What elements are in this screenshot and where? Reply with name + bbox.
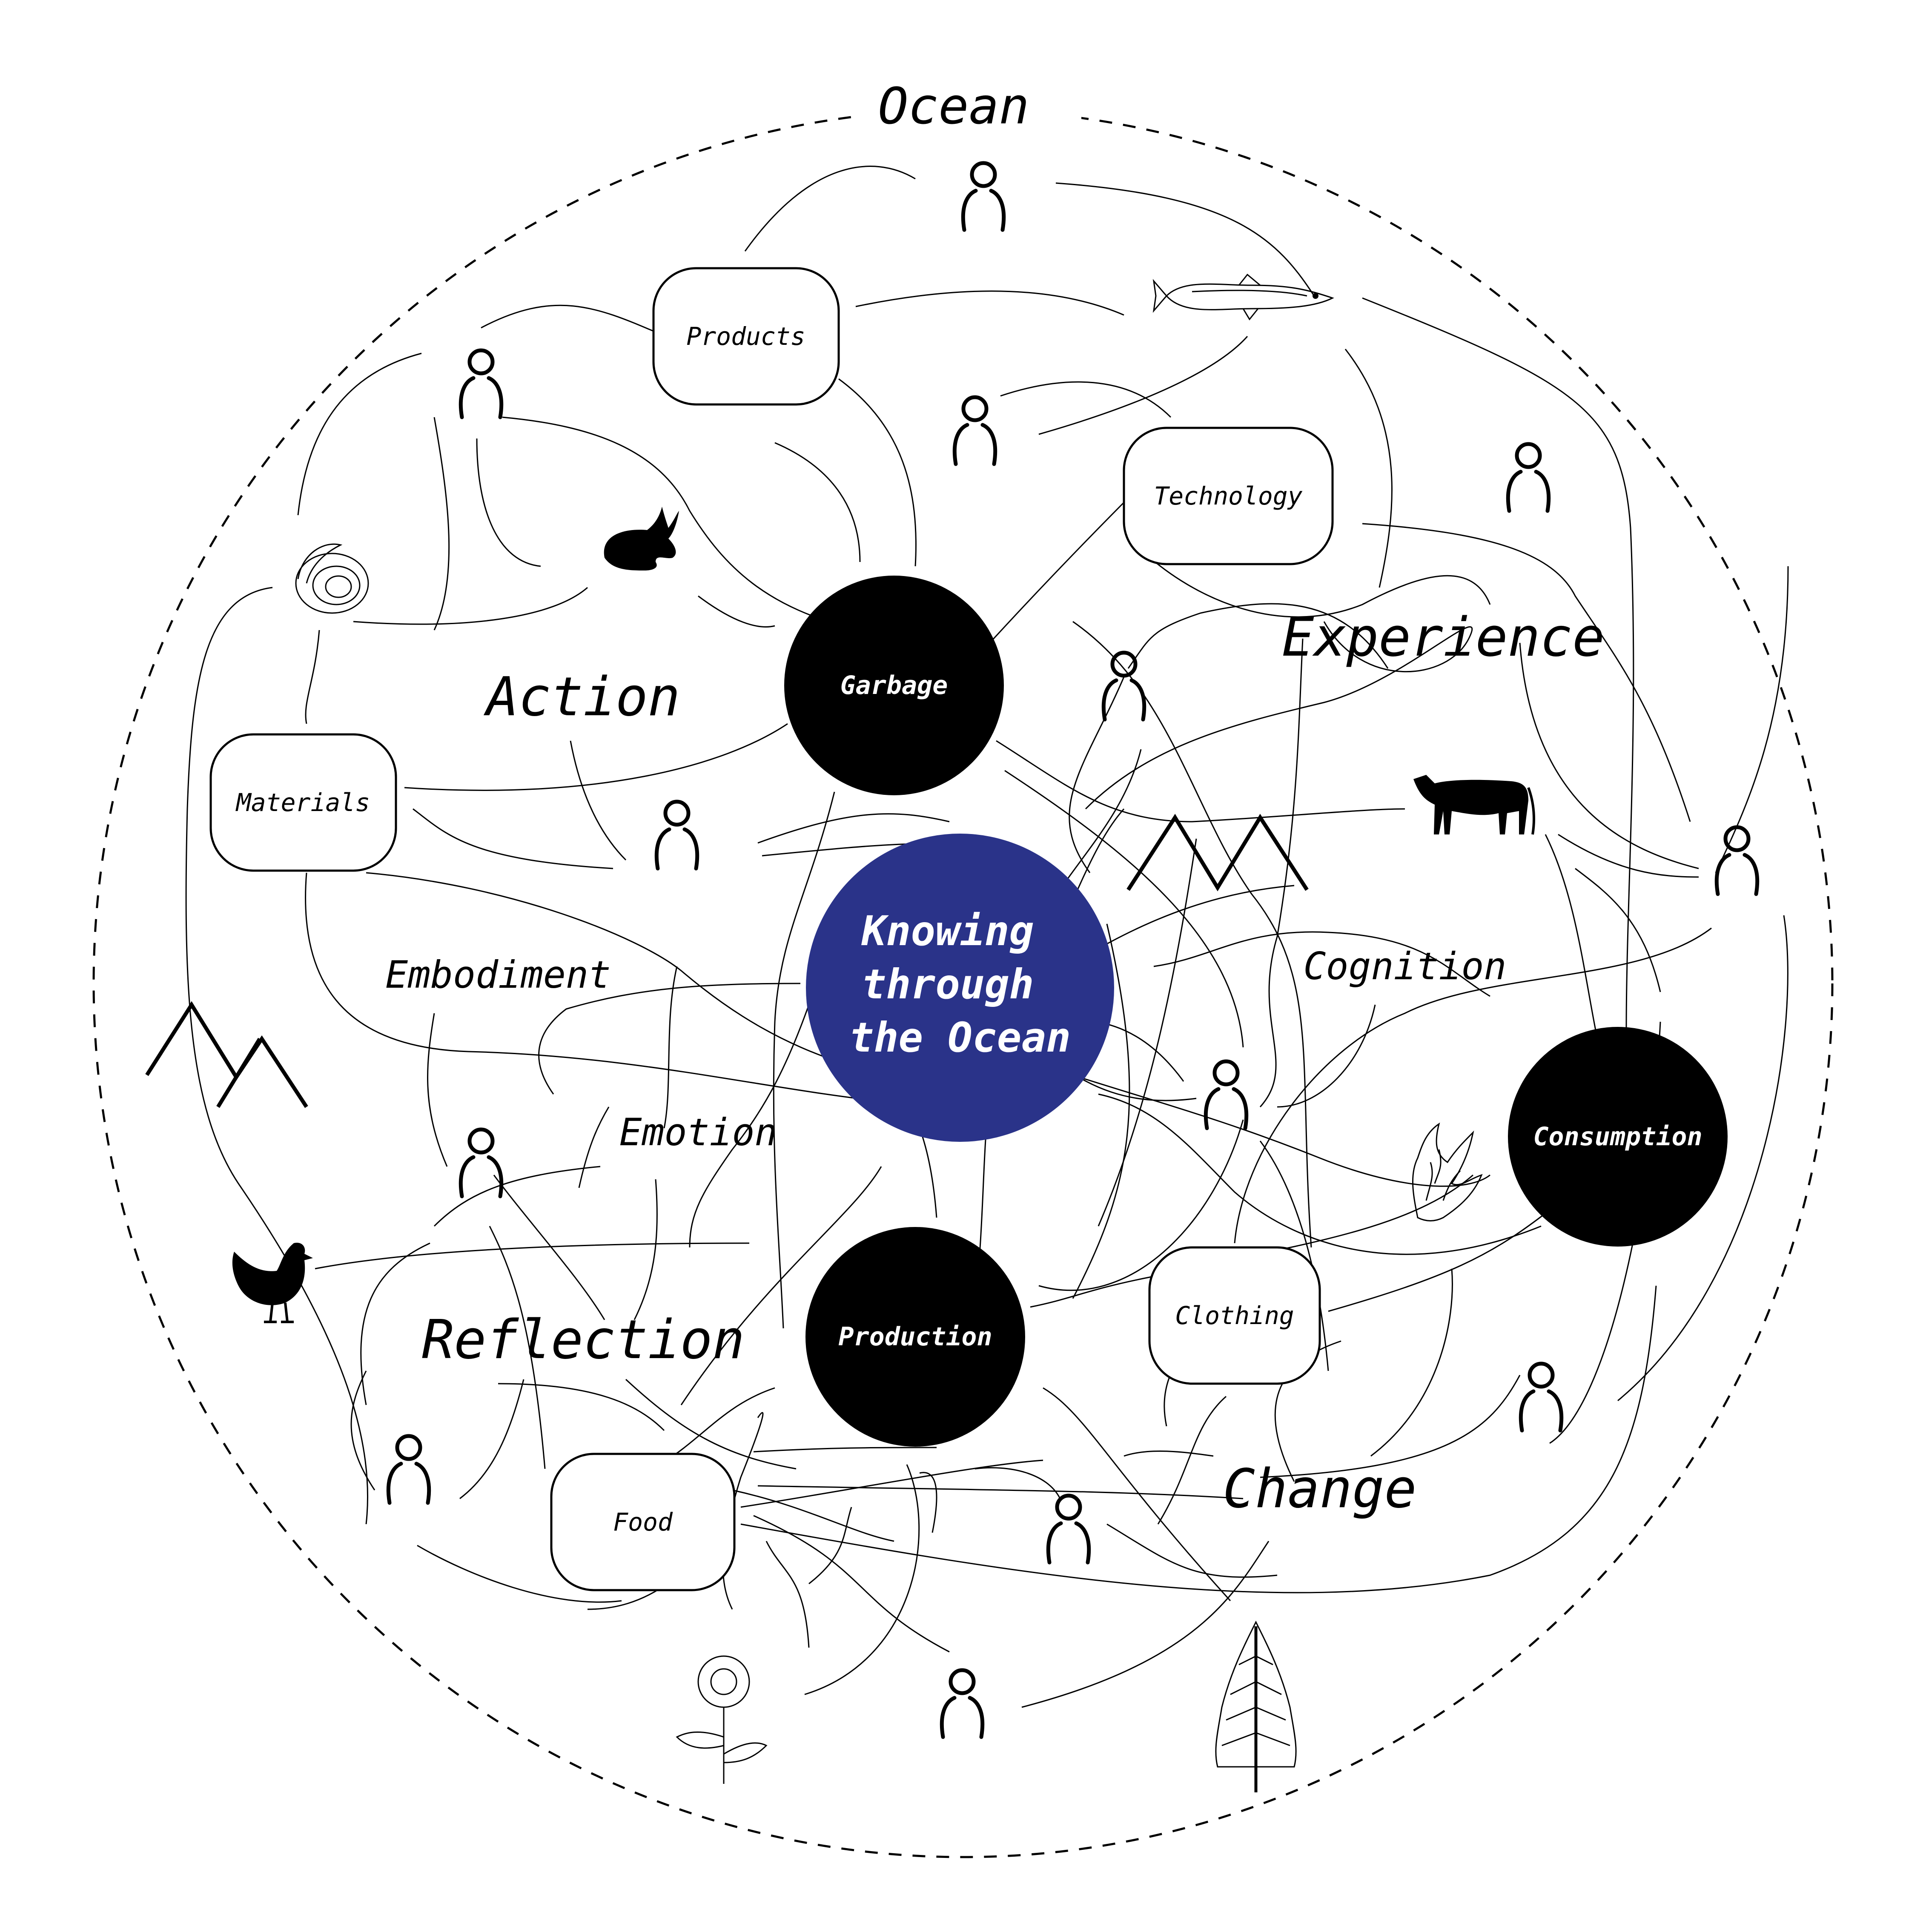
person-icon xyxy=(1506,442,1551,513)
food-box xyxy=(550,1453,736,1591)
person-icon xyxy=(961,161,1006,232)
experience-label: Experience xyxy=(1282,606,1605,668)
clothing-box xyxy=(1148,1246,1321,1385)
person-icon xyxy=(654,800,699,871)
person-icon xyxy=(459,1127,504,1198)
reflection-label: Reflection xyxy=(422,1308,745,1371)
tree-icon xyxy=(1215,1620,1297,1792)
technology-box xyxy=(1123,427,1334,565)
production-label: Production xyxy=(838,1322,992,1352)
cow-icon xyxy=(1413,775,1535,835)
food-label: Food xyxy=(613,1508,673,1536)
fish-icon xyxy=(1152,273,1334,321)
technology-label: Technology xyxy=(1154,482,1302,510)
center-label-line: through xyxy=(862,960,1034,1008)
rabbit-icon xyxy=(604,507,679,570)
materials-label: Materials xyxy=(235,788,370,817)
products-box xyxy=(652,267,840,406)
person-icon xyxy=(1101,651,1146,722)
center-hub xyxy=(806,834,1114,1142)
sunflower-icon xyxy=(676,1655,768,1784)
person-icons xyxy=(386,161,1760,1739)
mountain-icon xyxy=(1126,814,1309,891)
chicken-icon xyxy=(232,1243,313,1323)
person-icon xyxy=(1519,1362,1564,1433)
shell-icon xyxy=(295,543,369,614)
person-icon xyxy=(1204,1059,1249,1130)
connection-lines xyxy=(185,166,1789,1708)
center-label: Knowing through the Ocean xyxy=(849,907,1071,1061)
consumption-label: Consumption xyxy=(1533,1122,1702,1152)
emotion-label: Emotion xyxy=(619,1110,777,1154)
action-label: Action xyxy=(483,665,680,728)
clothing-label: Clothing xyxy=(1175,1301,1294,1330)
person-icon xyxy=(1714,825,1760,896)
ocean-title: Ocean xyxy=(878,77,1029,135)
consumption-hub xyxy=(1508,1027,1728,1247)
person-icon xyxy=(940,1668,985,1739)
person-icon xyxy=(1046,1493,1091,1565)
center-label-line: Knowing xyxy=(861,907,1034,955)
garbage-label: Garbage xyxy=(840,671,948,700)
materials-box xyxy=(209,733,397,872)
production-hub xyxy=(805,1227,1025,1447)
products-label: Products xyxy=(686,322,805,351)
change-label: Change xyxy=(1223,1457,1416,1520)
coral-icon xyxy=(1412,1122,1483,1221)
embodiment-label: Embodiment xyxy=(385,953,611,997)
center-label-line: the Ocean xyxy=(849,1014,1071,1061)
person-icon xyxy=(386,1434,431,1505)
person-icon xyxy=(952,395,997,466)
cognition-label: Cognition xyxy=(1304,944,1507,988)
garbage-hub xyxy=(784,576,1004,795)
person-icon xyxy=(459,348,504,419)
